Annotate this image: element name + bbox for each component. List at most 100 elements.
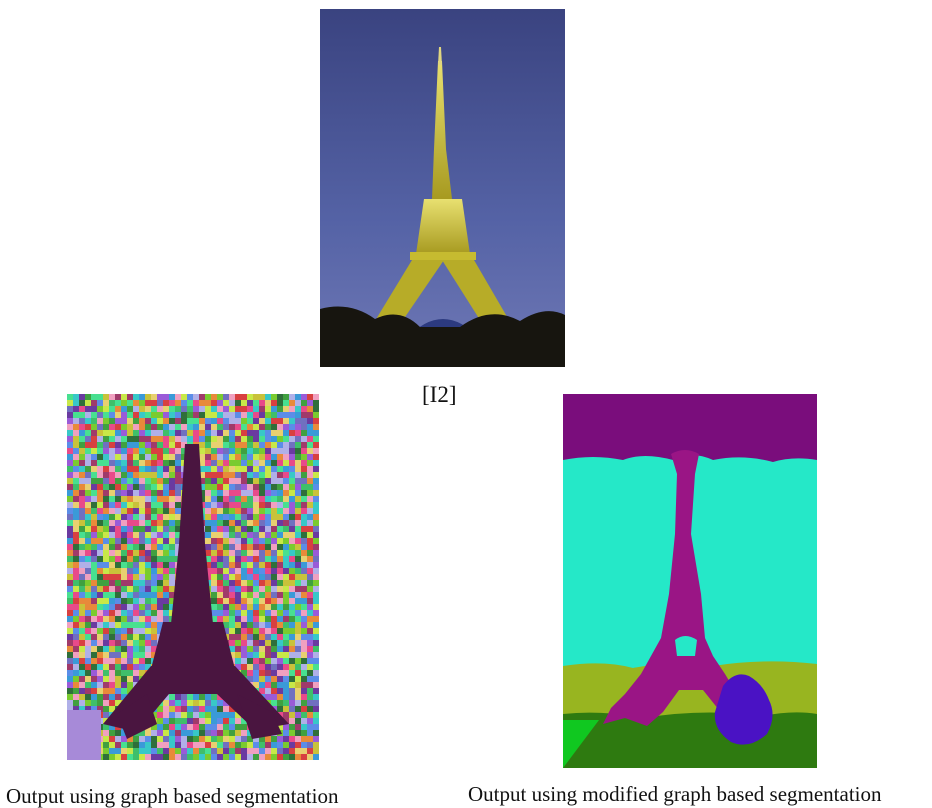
noise-cell <box>133 742 140 749</box>
noise-cell <box>151 478 158 485</box>
noise-cell <box>301 412 308 419</box>
noise-cell <box>121 736 128 743</box>
noise-cell <box>289 538 296 545</box>
noise-cell <box>259 688 266 695</box>
noise-cell <box>283 586 290 593</box>
noise-cell <box>145 514 152 521</box>
noise-cell <box>163 436 170 443</box>
noise-cell <box>103 412 110 419</box>
noise-cell <box>127 610 134 617</box>
noise-cell <box>259 484 266 491</box>
noise-cell <box>205 736 212 743</box>
noise-cell <box>295 574 302 581</box>
noise-cell <box>259 514 266 521</box>
noise-cell <box>265 526 272 533</box>
noise-cell <box>91 442 98 449</box>
noise-cell <box>115 502 122 509</box>
noise-cell <box>127 460 134 467</box>
noise-cell <box>217 514 224 521</box>
noise-cell <box>193 406 200 413</box>
noise-cell <box>139 394 146 401</box>
noise-cell <box>205 484 212 491</box>
noise-cell <box>79 436 86 443</box>
noise-cell <box>103 574 110 581</box>
noise-cell <box>265 436 272 443</box>
noise-cell <box>223 748 230 755</box>
noise-cell <box>73 412 80 419</box>
noise-cell <box>205 562 212 569</box>
noise-cell <box>295 520 302 527</box>
noise-cell <box>67 568 74 575</box>
noise-cell <box>109 664 116 671</box>
noise-cell <box>295 400 302 407</box>
noise-cell <box>229 604 236 611</box>
noise-cell <box>271 610 278 617</box>
noise-cell <box>277 658 284 665</box>
noise-cell <box>253 556 260 563</box>
noise-cell <box>139 472 146 479</box>
noise-cell <box>121 466 128 473</box>
noise-cell <box>241 598 248 605</box>
noise-cell <box>253 622 260 629</box>
noise-cell <box>157 478 164 485</box>
noise-cell <box>91 682 98 689</box>
noise-cell <box>283 652 290 659</box>
noise-cell <box>223 442 230 449</box>
noise-cell <box>109 688 116 695</box>
noise-cell <box>217 592 224 599</box>
noise-cell <box>157 568 164 575</box>
noise-cell <box>85 460 92 467</box>
noise-cell <box>253 490 260 497</box>
original-image-eiffel-tower <box>320 9 565 367</box>
noise-cell <box>91 484 98 491</box>
noise-cell <box>199 736 206 743</box>
noise-cell <box>175 424 182 431</box>
noise-cell <box>217 400 224 407</box>
noise-cell <box>217 742 224 749</box>
noise-cell <box>145 550 152 557</box>
noise-cell <box>223 448 230 455</box>
noise-cell <box>229 454 236 461</box>
noise-cell <box>91 652 98 659</box>
noise-cell <box>91 466 98 473</box>
noise-cell <box>175 400 182 407</box>
noise-cell <box>259 580 266 587</box>
noise-cell <box>133 454 140 461</box>
noise-cell <box>97 454 104 461</box>
noise-cell <box>217 526 224 533</box>
noise-cell <box>145 526 152 533</box>
noise-cell <box>259 634 266 641</box>
noise-cell <box>175 736 182 743</box>
noise-cell <box>205 706 212 713</box>
noise-cell <box>247 652 254 659</box>
noise-cell <box>85 538 92 545</box>
noise-cell <box>91 490 98 497</box>
noise-cell <box>103 454 110 461</box>
noise-cell <box>127 646 134 653</box>
noise-cell <box>85 424 92 431</box>
noise-cell <box>289 616 296 623</box>
noise-cell <box>211 718 218 725</box>
noise-cell <box>103 514 110 521</box>
noise-cell <box>139 748 146 755</box>
noise-cell <box>127 424 134 431</box>
noise-cell <box>199 472 206 479</box>
noise-cell <box>241 754 248 760</box>
noise-cell <box>295 688 302 695</box>
noise-cell <box>229 712 236 719</box>
noise-cell <box>91 676 98 683</box>
noise-cell <box>211 604 218 611</box>
noise-cell <box>151 754 158 760</box>
noise-cell <box>115 658 122 665</box>
noise-cell <box>133 400 140 407</box>
noise-cell <box>241 748 248 755</box>
noise-cell <box>175 514 182 521</box>
noise-cell <box>85 520 92 527</box>
noise-cell <box>121 622 128 629</box>
noise-cell <box>103 442 110 449</box>
noise-cell <box>223 430 230 437</box>
noise-cell <box>85 598 92 605</box>
noise-cell <box>67 490 74 497</box>
noise-cell <box>127 736 134 743</box>
noise-cell <box>271 688 278 695</box>
